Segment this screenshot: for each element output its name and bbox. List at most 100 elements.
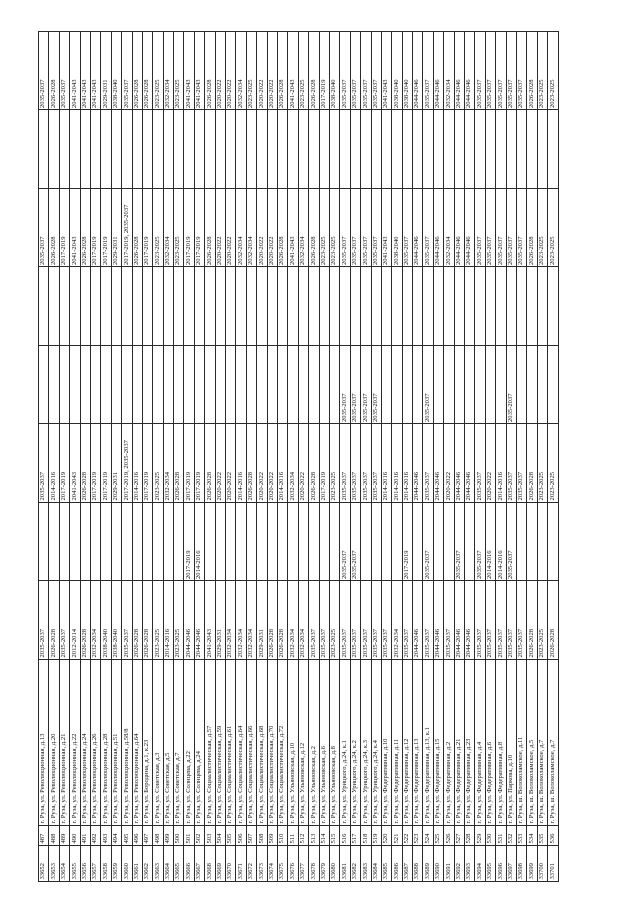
cell-number: 500 [173,825,184,846]
cell-period-7 [537,110,548,189]
cell-period-6: 2044-2046 [454,188,465,267]
cell-period-2 [132,502,143,581]
cell-number: 492 [90,825,101,846]
cell-period-7 [132,110,143,189]
cell-period-6: 2017-2019, 2035-2037 [121,188,133,267]
cell-period-3: 2020-2022 [225,424,236,503]
cell-period-8: 2026-2028 [526,31,538,110]
cell-period-7 [225,110,236,189]
cell-period-2 [163,502,174,581]
cell-address: г. Руза, ул. Революционная, д.64 [132,659,143,826]
cell-period-8: 2023-2025 [173,31,184,110]
cell-address: г. Руза, ул. Социалистическая, д.57 [204,659,216,826]
cell-address: г. Руза, ул. Федеративная, д.2 [443,659,455,826]
cell-period-7 [256,110,268,189]
cell-period-8: 2026-2028 [48,31,60,110]
cell-period-2 [526,502,538,581]
cell-period-3: 2014-2016 [132,424,143,503]
cell-period-3: 2035-2037 [350,424,361,503]
cell-period-2 [287,502,299,581]
cell-period-4 [80,345,91,424]
cell-id: 33657 [90,845,101,882]
cell-period-8: 2020-2022 [215,31,226,110]
cell-period-4 [142,345,153,424]
cell-period-1: 2032-2034 [391,581,403,660]
cell-period-5 [173,267,184,346]
cell-period-1: 2032-2034 [298,581,309,660]
cell-period-5 [246,267,257,346]
cell-period-6: 2023-2025 [319,188,330,267]
cell-period-4 [319,345,330,424]
cell-period-6: 2035-2037 [360,188,371,267]
cell-period-6: 2017-2019 [90,188,101,267]
cell-period-5 [256,267,268,346]
cell-period-4 [495,345,507,424]
cell-period-3: 2044-2046 [433,424,444,503]
cell-id: 33654 [59,845,70,882]
cell-period-4 [298,345,309,424]
cell-period-1: 2035-2037 [485,581,496,660]
cell-period-6: 2041-2043 [381,188,392,267]
cell-period-2 [329,502,340,581]
cell-period-2 [381,502,392,581]
cell-period-6: 2032-2034 [298,188,309,267]
cell-period-2 [90,502,101,581]
cell-period-5 [319,267,330,346]
cell-number: 513 [308,825,320,846]
cell-id: 33671 [235,845,247,882]
cell-id: 33675 [277,845,288,882]
cell-period-2 [547,502,559,581]
cell-period-1: 2023-2025 [329,581,340,660]
cell-address: г. Руза, ул. Федеративная, д.11 [391,659,403,826]
cell-address: г. Руза, ул. Революционная, д.24 [80,659,91,826]
cell-period-2 [298,502,309,581]
cell-period-4 [183,345,195,424]
cell-period-1: 2035-2037 [422,581,434,660]
cell-number: 525 [433,825,444,846]
cell-number: 509 [267,825,278,846]
cell-period-8: 2041-2043 [183,31,195,110]
cell-period-3: 2023-2025 [547,424,559,503]
cell-period-8: 2023-2025 [246,31,257,110]
cell-period-3: 2020-2022 [267,424,278,503]
cell-id: 33660 [121,845,133,882]
cell-id: 33686 [391,845,403,882]
cell-period-8: 2044-2046 [412,31,423,110]
cell-period-5 [59,267,70,346]
cell-period-2 [246,502,257,581]
cell-address: г. Руза, ул. Федеративная, д.6 [485,659,496,826]
cell-period-8: 2044-2046 [454,31,465,110]
cell-period-3: 2035-2037 [516,424,527,503]
cell-period-1: 2035-2037 [443,581,455,660]
cell-period-1: 2014-2016 [163,581,174,660]
cell-period-4: 2035-2037 [422,345,434,424]
cell-period-8: 2044-2046 [433,31,444,110]
cell-period-2 [464,502,475,581]
cell-period-7 [516,110,527,189]
cell-period-6: 2032-2034 [235,188,247,267]
cell-period-8: 2035-2037 [121,31,133,110]
cell-address: г. Руза, ул. Урицкого, д.24, к.4 [371,659,382,826]
cell-period-2 [443,502,455,581]
cell-id: 33676 [287,845,299,882]
cell-address: г. Руза, ул. Ульяновская, д.8 [329,659,340,826]
cell-period-6: 2023-2025 [537,188,548,267]
cell-period-6: 2035-2037 [474,188,486,267]
cell-period-6: 2020-2022 [225,188,236,267]
cell-period-1: 2029-2031 [215,581,226,660]
cell-id: 33669 [215,845,226,882]
cell-address: г. Руза, ул. Социалистическая, д.61 [225,659,236,826]
cell-period-3: 2014-2016 [48,424,60,503]
cell-period-4 [547,345,559,424]
cell-period-2 [204,502,216,581]
cell-period-7 [204,110,216,189]
cell-id: 33693 [464,845,475,882]
cell-period-3: 2017-2019 [59,424,70,503]
